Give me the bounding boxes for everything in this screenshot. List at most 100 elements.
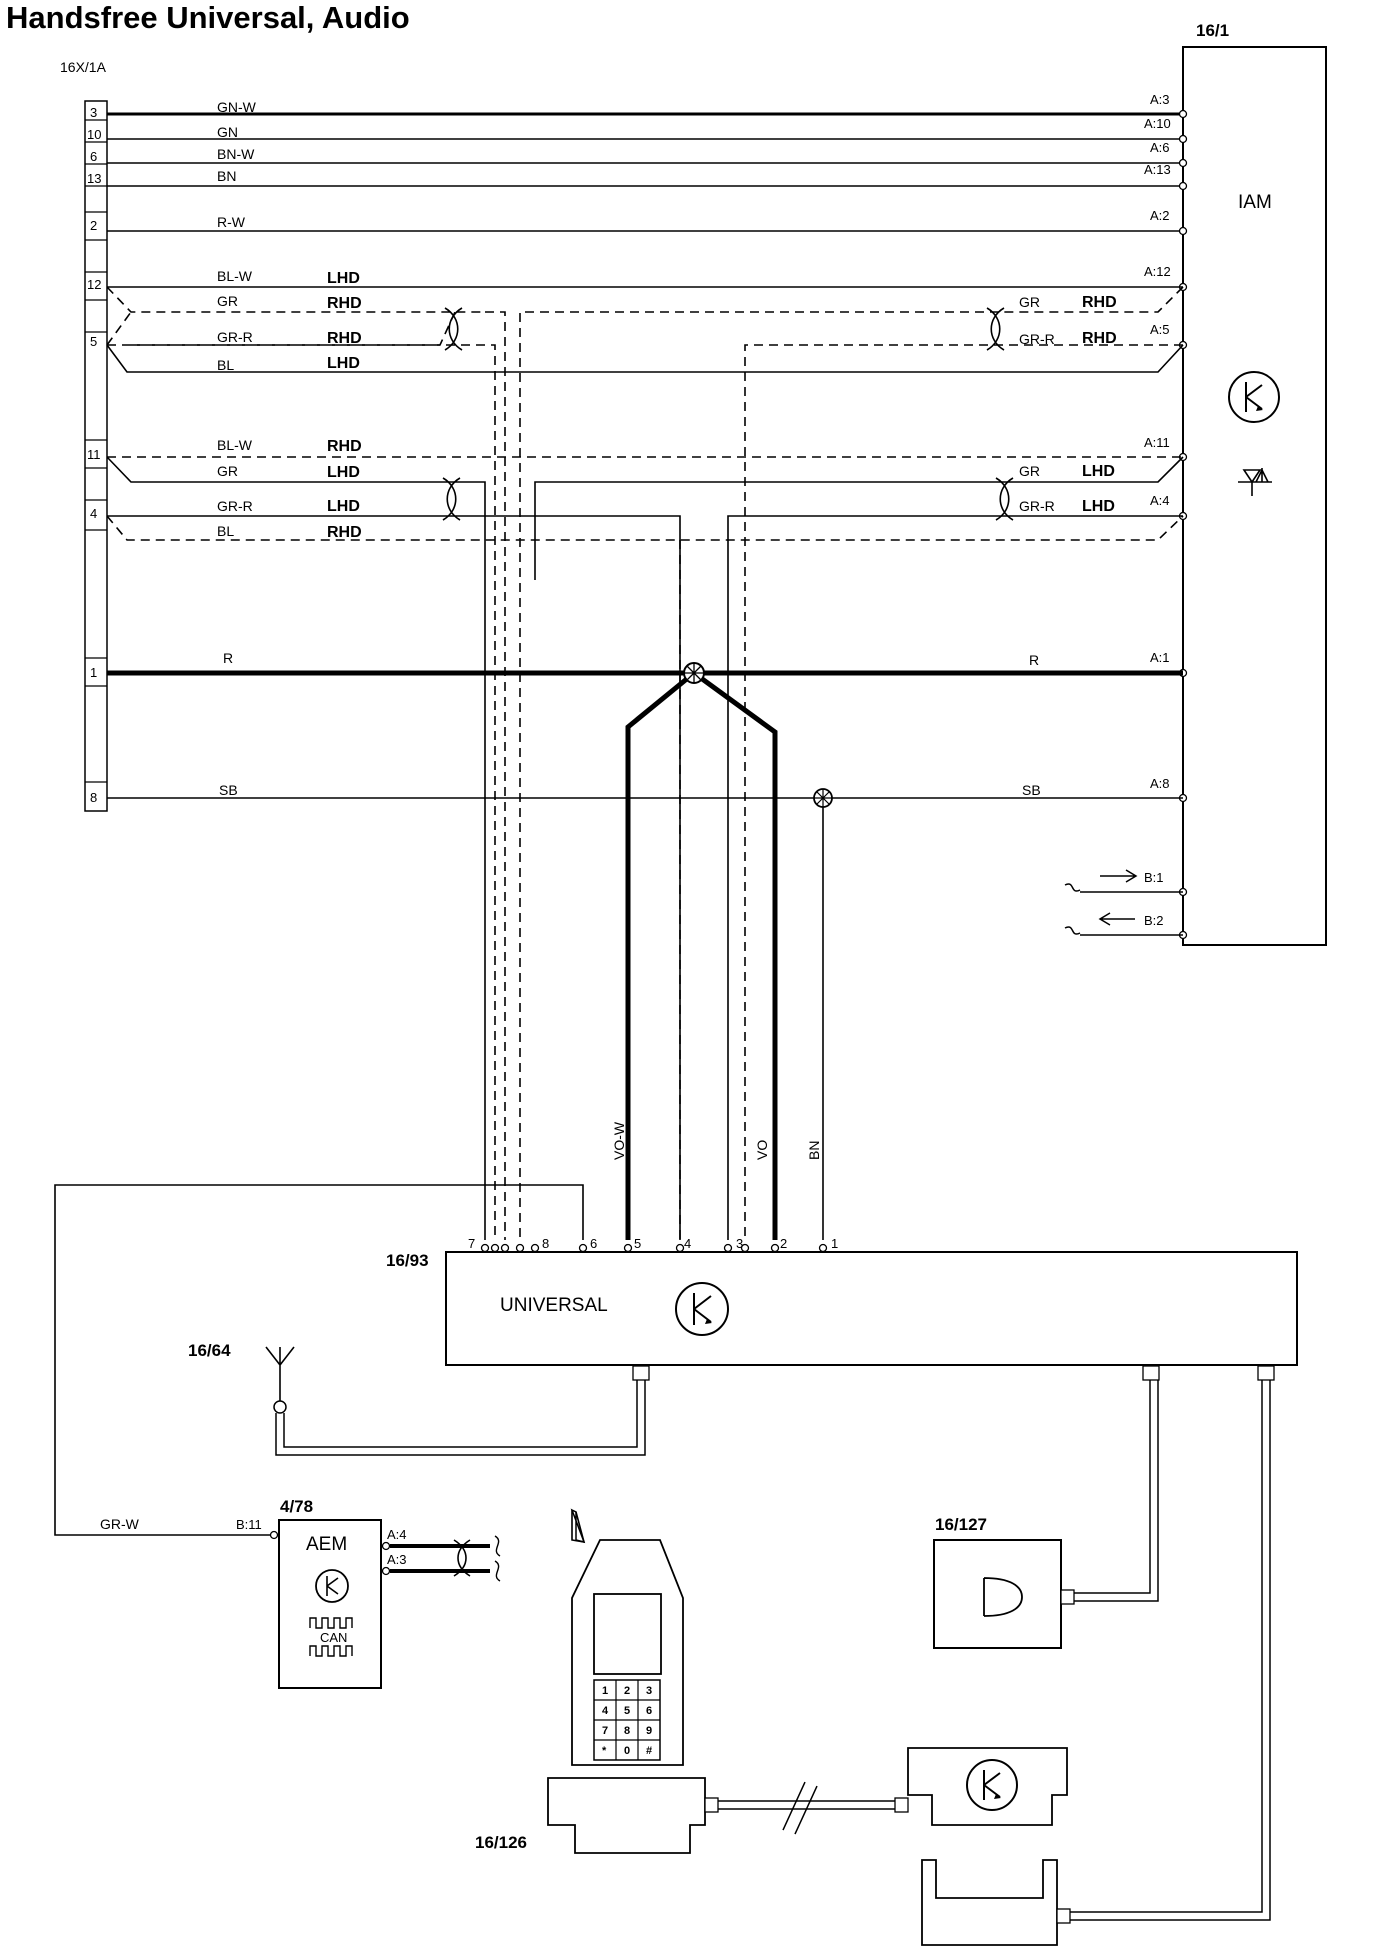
universal-pin: 8 [542, 1236, 549, 1251]
antenna-ref: 16/64 [188, 1341, 231, 1360]
key-label: 8 [624, 1725, 630, 1737]
twisted-pair-icon [986, 307, 1005, 351]
wire-label: BL-W [217, 268, 253, 284]
variant-label: LHD [327, 270, 360, 287]
universal-pin: 6 [590, 1236, 597, 1251]
variant-label: LHD [327, 355, 360, 372]
twisted-pair-icon [995, 477, 1014, 521]
key-label: 3 [646, 1685, 652, 1697]
transistor-icon [675, 1282, 729, 1336]
transistor-icon [1228, 371, 1280, 423]
arrow-right-icon [1100, 869, 1138, 883]
variant-label: RHD [327, 295, 362, 312]
connector-pin-labels: 3 10 6 13 2 12 5 11 4 1 8 [87, 105, 101, 805]
transistor-icon [315, 1569, 349, 1603]
universal-pin-nodes [480, 1243, 828, 1253]
signal-group-lower [106, 456, 1184, 1240]
iam-pin: A:8 [1150, 776, 1170, 791]
universal-name: UNIVERSAL [500, 1295, 608, 1316]
variant-label: RHD [1082, 294, 1117, 311]
key-label: # [646, 1745, 652, 1757]
universal-pin: 1 [831, 1236, 838, 1251]
iam-pin: B:1 [1144, 870, 1164, 885]
gr-w-wire [54, 1184, 584, 1536]
wire-label: VO [754, 1140, 770, 1160]
signal-waveform-icon [309, 1645, 353, 1657]
aem-ref: 4/78 [280, 1497, 313, 1516]
wire-label: R-W [217, 214, 246, 230]
wire-label: GN [217, 124, 238, 140]
aem-pin: A:3 [387, 1552, 407, 1567]
pin-label: 11 [87, 447, 101, 462]
wire-label: BN [217, 168, 236, 184]
key-label: * [602, 1745, 607, 1757]
key-label: 1 [602, 1685, 608, 1697]
arrow-left-icon [1098, 912, 1135, 926]
wire-label: GN-W [217, 99, 257, 115]
iam-module: IAM [1182, 46, 1327, 946]
wire-label: GR [217, 293, 238, 309]
pin-label: 3 [90, 105, 97, 120]
pin-label: 6 [90, 149, 97, 164]
pin-label: 13 [87, 171, 101, 186]
phone-cradle: 16/126 [475, 1777, 909, 1854]
iam-name: IAM [1238, 192, 1272, 213]
phone-screen [593, 1593, 662, 1675]
key-label: 9 [646, 1725, 652, 1737]
wire-label: GR-W [100, 1516, 140, 1532]
aem-name: AEM [306, 1534, 347, 1555]
universal-pin-labels: 7 8 6 5 4 3 2 1 [468, 1236, 838, 1251]
mobile-phone: 1 2 3 4 5 6 7 8 9 * 0 # [570, 1508, 684, 1766]
cradle-adapter [907, 1365, 1275, 1946]
universal-pin: 2 [780, 1236, 787, 1251]
wire-labels-lower: BL-W RHD GR LHD GR-R LHD BL RHD GR LHD G… [217, 437, 1115, 541]
universal-pin: 3 [736, 1236, 743, 1251]
key-label: 2 [624, 1685, 630, 1697]
iam-pin: A:4 [1150, 493, 1170, 508]
iam-pin: A:1 [1150, 650, 1170, 665]
universal-pin: 5 [634, 1236, 641, 1251]
iam-pin-labels: A:3 A:10 A:6 A:13 A:2 A:12 A:5 A:11 A:4 … [1144, 92, 1171, 928]
antenna-icon [265, 1346, 295, 1402]
iam-pin: A:10 [1144, 116, 1171, 131]
universal-pin: 7 [468, 1236, 475, 1251]
variant-label: LHD [327, 464, 360, 481]
universal-pin: 4 [684, 1236, 691, 1251]
variant-label: RHD [1082, 330, 1117, 347]
variant-label: LHD [1082, 498, 1115, 515]
antenna: 16/64 [188, 1341, 650, 1456]
iam-pin: A:13 [1144, 162, 1171, 177]
key-label: 4 [602, 1705, 609, 1717]
mic-ref: 16/127 [935, 1515, 987, 1534]
wire-label: BL [217, 357, 234, 373]
variant-label: RHD [327, 438, 362, 455]
variant-label: RHD [327, 524, 362, 541]
connector-16x1a [84, 100, 108, 812]
pin-label: 4 [90, 506, 97, 521]
wire-labels-top: GN-W GN BN-W BN R-W [217, 99, 257, 230]
iam-pin: A:6 [1150, 140, 1170, 155]
twisted-pair-icon [442, 477, 461, 521]
microphone-icon [983, 1577, 1023, 1617]
pin-label: 10 [87, 127, 101, 142]
phone-ref: 16/126 [475, 1833, 527, 1852]
wire-label: GR [217, 463, 238, 479]
wire-label: SB [219, 782, 238, 798]
wire-label: GR-R [1019, 331, 1055, 347]
diagram-title: Handsfree Universal, Audio [6, 0, 410, 35]
variant-label: LHD [327, 498, 360, 515]
ground-wire [107, 788, 1183, 1240]
straight-wires [107, 109, 1188, 940]
key-label: 5 [624, 1705, 630, 1717]
connector-16x1a-ref: 16X/1A [60, 59, 107, 75]
key-label: 6 [646, 1705, 652, 1717]
variant-label: LHD [1082, 463, 1115, 480]
transistor-icon [966, 1759, 1018, 1811]
wire-label: BN-W [217, 146, 255, 162]
wire-label: BL [217, 523, 234, 539]
diode-symbol-icon [1238, 468, 1272, 496]
wire-label: GR-R [217, 498, 253, 514]
pin-label: 1 [90, 665, 97, 680]
pin-label: 2 [90, 218, 97, 233]
aem-pin: B:11 [236, 1517, 262, 1532]
